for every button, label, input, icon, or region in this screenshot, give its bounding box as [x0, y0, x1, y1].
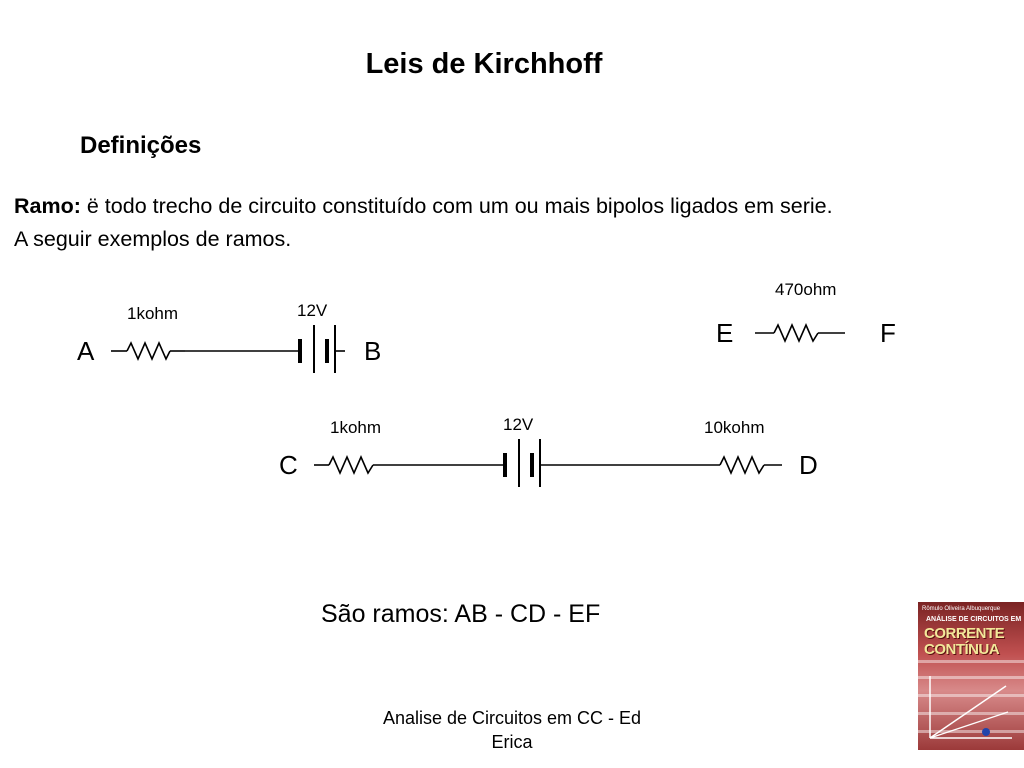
book-title: CORRENTE CONTÍNUA: [924, 625, 1005, 658]
node-f-label: F: [880, 318, 896, 348]
circuit-ef: E 470ohm F: [716, 280, 896, 348]
section-heading: Definições: [80, 132, 202, 159]
node-a-label: A: [77, 336, 95, 366]
definition-line-2: A seguir exemplos de ramos.: [14, 227, 292, 251]
footer-citation: Analise de Circuitos em CC - Ed Erica: [362, 706, 662, 754]
book-author: Rômulo Oliveira Albuquerque: [922, 606, 1001, 612]
resistor-cd-2-value: 10kohm: [704, 418, 764, 437]
definition-text: ë todo trecho de circuito constituído co…: [80, 194, 833, 218]
resistor-cd-2: [719, 455, 765, 475]
footer-line-1: Analise de Circuitos em CC - Ed: [382, 708, 642, 728]
resistor-cd-1-value: 1kohm: [330, 418, 381, 437]
battery-ab-value: 12V: [297, 301, 328, 320]
node-e-label: E: [716, 318, 733, 348]
resistor-cd-1: [328, 455, 374, 475]
footer-line-2: Erica: [491, 732, 533, 752]
branches-summary: São ramos: AB - CD - EF: [321, 600, 601, 628]
definition-paragraph: Ramo: ë todo trecho de circuito constitu…: [14, 190, 833, 256]
circuit-ab: A 1kohm 12V B: [77, 301, 381, 373]
resistor-ef: [773, 323, 819, 343]
node-c-label: C: [279, 450, 298, 480]
node-b-label: B: [364, 336, 381, 366]
resistor-ab-value: 1kohm: [127, 304, 178, 323]
slide-title: Leis de Kirchhoff: [365, 48, 603, 80]
definition-term: Ramo:: [14, 194, 81, 218]
circuit-cd: C 1kohm 12V 10kohm D: [279, 415, 818, 487]
book-graph-icon: [929, 676, 1012, 739]
node-d-label: D: [799, 450, 818, 480]
book-series: ANÁLISE DE CIRCUITOS EM: [926, 616, 1022, 623]
resistor-ab: [126, 341, 171, 361]
book-cover-image: Rômulo Oliveira Albuquerque ANÁLISE DE C…: [918, 602, 1024, 750]
resistor-ef-value: 470ohm: [775, 280, 836, 299]
definition-line-1: Ramo: ë todo trecho de circuito constitu…: [14, 190, 833, 223]
battery-cd-value: 12V: [503, 415, 534, 434]
